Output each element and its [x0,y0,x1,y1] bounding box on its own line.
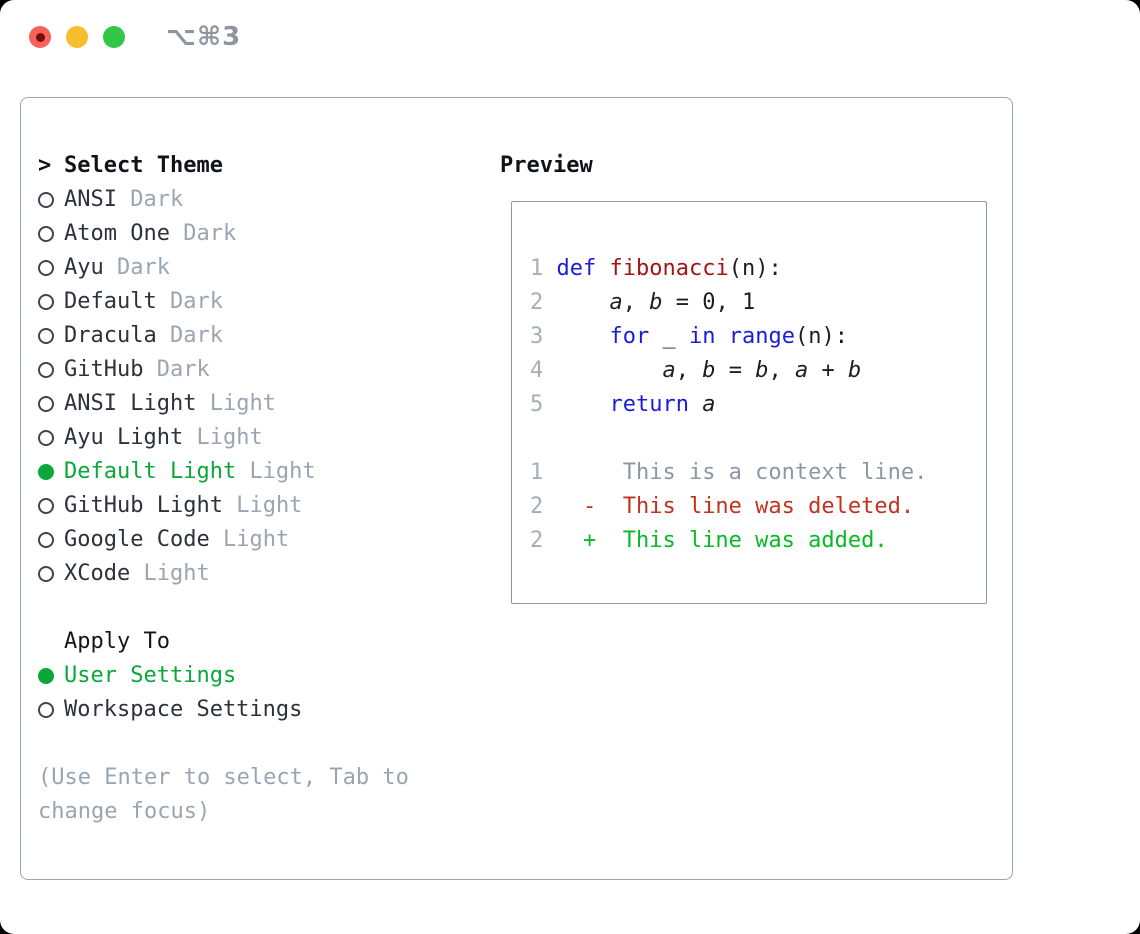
code-line: 1 def fibonacci(n): [530,256,782,281]
theme-variant: Light [236,493,303,518]
close-dot-icon [35,32,45,42]
theme-name: Ayu [64,255,104,280]
theme-option-ayu-dark[interactable]: Ayu Dark [21,251,486,285]
code-line: 3 for _ in range(n): [530,324,848,349]
apply-option-label: Workspace Settings [64,697,303,722]
radio-icon [38,566,54,582]
minimize-button[interactable] [66,26,88,48]
theme-variant: Dark [183,221,237,246]
theme-variant: Dark [169,289,223,314]
theme-name: XCode [64,561,131,586]
code-line: 4 a, b = b, a + b [530,358,862,383]
radio-icon [38,294,54,310]
theme-variant: Light [196,425,263,450]
theme-option-dracula-dark[interactable]: Dracula Dark [21,319,486,353]
theme-variant: Light [143,561,210,586]
radio-icon [38,430,54,446]
radio-selected-icon [38,668,54,684]
theme-variant: Light [222,527,290,552]
list-gap [21,591,486,625]
theme-name: ANSI [64,187,117,212]
radio-icon [38,328,54,344]
radio-icon [38,192,54,208]
theme-variant: Dark [169,323,223,348]
preview-pane: 1 def fibonacci(n): 2 a, b = 0, 1 3 for … [511,201,987,604]
code-preview: 1 def fibonacci(n): 2 a, b = 0, 1 3 for … [530,252,927,558]
apply-option-workspace-settings[interactable]: Workspace Settings [21,693,486,727]
radio-icon [38,396,54,412]
theme-list-title: Select Theme [64,153,223,178]
titlebar: ⌥⌘3 [0,0,1140,74]
code-line: 5 return a [530,392,716,417]
main-panel: > Select Theme ANSI Dark Atom One Dark A… [20,97,1013,880]
code-gap [530,422,927,456]
theme-option-google-code[interactable]: Google Code Light [21,523,486,557]
close-button[interactable] [29,26,51,48]
code-line: 2 a, b = 0, 1 [530,290,756,315]
radio-icon [38,702,54,718]
diff-deleted-line: 2 - This line was deleted. [530,494,915,519]
theme-option-ansi-dark[interactable]: ANSI Dark [21,183,486,217]
apply-option-user-settings[interactable]: User Settings [21,659,486,693]
theme-name: Default [64,289,157,314]
theme-list-header: > Select Theme [21,149,486,183]
theme-option-ansi-light[interactable]: ANSI Light Light [21,387,486,421]
list-gap [21,727,486,761]
theme-option-github-light[interactable]: GitHub Light Light [21,489,486,523]
diff-added-line: 2 + This line was added. [530,528,888,553]
theme-variant: Dark [117,255,170,280]
theme-option-default-light-selected[interactable]: Default Light Light [21,455,486,489]
apply-to-title: Apply To [64,629,170,654]
radio-icon [38,532,54,548]
theme-option-default-dark[interactable]: Default Dark [21,285,486,319]
apply-option-label: User Settings [64,663,237,688]
radio-icon [38,226,54,242]
theme-option-ayu-light[interactable]: Ayu Light Light [21,421,486,455]
window-shortcut-label: ⌥⌘3 [166,22,242,52]
radio-icon [38,260,54,276]
radio-icon [38,498,54,514]
theme-name: Google Code [64,527,210,552]
radio-selected-icon [38,464,54,480]
diff-context-line: 1 This is a context line. [530,460,928,485]
theme-option-github-dark[interactable]: GitHub Dark [21,353,486,387]
theme-name: Atom One [64,221,170,246]
theme-panel: > Select Theme ANSI Dark Atom One Dark A… [21,149,486,829]
theme-name: ANSI Light [64,391,197,416]
theme-variant: Light [209,391,276,416]
apply-to-header: Apply To [21,625,486,659]
theme-variant: Light [249,459,316,484]
theme-name: Ayu Light [64,425,184,450]
theme-name: GitHub Light [64,493,223,518]
help-text-line2: change focus) [38,799,211,824]
theme-variant: Dark [156,357,210,382]
focus-caret-icon: > [38,153,52,178]
radio-icon [38,362,54,378]
help-text-line1: (Use Enter to select, Tab to [38,765,409,790]
theme-name: Default Light [64,459,237,484]
theme-name: GitHub [64,357,144,382]
preview-title: Preview [500,153,593,178]
theme-name: Dracula [64,323,157,348]
zoom-button[interactable] [103,26,125,48]
theme-variant: Dark [130,187,184,212]
theme-option-atom-one-dark[interactable]: Atom One Dark [21,217,486,251]
theme-option-xcode[interactable]: XCode Light [21,557,486,591]
